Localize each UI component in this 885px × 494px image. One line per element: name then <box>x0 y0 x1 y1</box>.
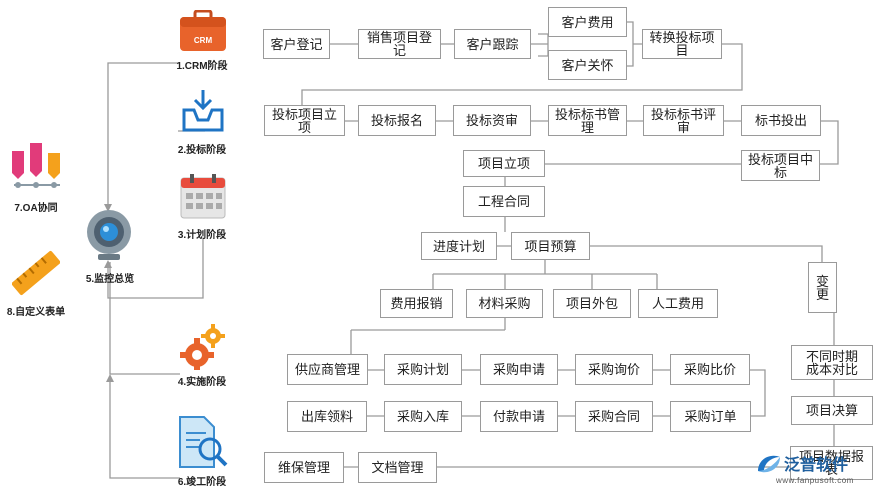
gears-icon <box>180 324 226 372</box>
watermark-url: www.fanpusoft.com <box>776 476 854 485</box>
stage-monitor-label: 5.监控总览 <box>85 274 135 285</box>
box-bid-qualification: 投标资审 <box>453 105 531 136</box>
box-project-budget: 项目预算 <box>511 232 590 260</box>
crm-badge-text: CRM <box>194 36 213 45</box>
connector-crm-monitor <box>107 62 180 210</box>
oa-bars-icon <box>10 143 64 191</box>
box-cost-comparison: 不同时期成本对比 <box>791 345 873 380</box>
box-project-final-account: 项目决算 <box>791 396 873 425</box>
box-customer-expense: 客户费用 <box>548 7 627 37</box>
box-supplier-management: 供应商管理 <box>287 354 368 385</box>
box-bid-document-review: 投标标书评审 <box>643 105 724 136</box>
box-project-outsourcing: 项目外包 <box>553 289 631 318</box>
watermark-brand: 泛普软件 <box>784 455 849 474</box>
box-engineering-contract: 工程合同 <box>463 186 545 217</box>
box-material-purchase: 材料采购 <box>466 289 543 318</box>
stage-crm-label: 1.CRM阶段 <box>176 61 228 72</box>
box-purchase-warehousing: 采购入库 <box>384 401 462 432</box>
ruler-icon <box>11 250 61 296</box>
box-change: 变更 <box>808 262 837 313</box>
box-bid-project-setup: 投标项目立项 <box>264 105 345 136</box>
box-bid-document-management: 投标标书管理 <box>548 105 627 136</box>
brand-logo-icon <box>754 449 784 479</box>
box-customer-register: 客户登记 <box>263 29 330 59</box>
connector-plan-monitor <box>107 238 204 299</box>
box-convert-bid-project: 转换投标项目 <box>642 29 722 59</box>
stage-plan-label: 3.计划阶段 <box>177 230 227 241</box>
inbox-download-icon <box>182 90 224 132</box>
box-payment-request: 付款申请 <box>480 401 558 432</box>
box-project-setup: 项目立项 <box>463 150 545 177</box>
box-sales-project-register: 销售项目登记 <box>358 29 441 59</box>
box-purchase-plan: 采购计划 <box>384 354 462 385</box>
box-bid-won: 投标项目中标 <box>741 150 820 181</box>
box-progress-plan: 进度计划 <box>421 232 497 260</box>
box-purchase-request: 采购申请 <box>480 354 558 385</box>
box-purchase-inquiry: 采购询价 <box>575 354 653 385</box>
box-project-data-report: 项目数据报表 <box>790 446 873 480</box>
box-bid-registration: 投标报名 <box>358 105 436 136</box>
stage-custom-label: 8.自定义表单 <box>6 307 66 318</box>
briefcase-icon: CRM <box>180 9 226 52</box>
calendar-icon <box>180 173 226 219</box>
box-customer-care: 客户关怀 <box>548 50 627 80</box>
document-search-icon <box>178 415 228 469</box>
connector-complete-monitor <box>109 376 180 479</box>
arrow-head <box>104 204 112 212</box>
box-purchase-order: 采购订单 <box>670 401 751 432</box>
stage-complete-label: 6.竣工阶段 <box>177 477 227 488</box>
box-labor-cost: 人工费用 <box>638 289 718 318</box>
stage-bid-label: 2.投标阶段 <box>177 145 227 156</box>
box-bid-submission: 标书投出 <box>741 105 821 136</box>
box-document-management: 文档管理 <box>358 452 437 483</box>
box-maintenance-management: 维保管理 <box>264 452 344 483</box>
box-purchase-contract: 采购合同 <box>575 401 653 432</box>
stage-impl-label: 4.实施阶段 <box>177 377 227 388</box>
box-expense-reimbursement: 费用报销 <box>380 289 453 318</box>
box-stock-issue: 出库领料 <box>287 401 367 432</box>
box-customer-tracking: 客户跟踪 <box>454 29 531 59</box>
stage-oa-label: 7.OA协同 <box>14 203 58 214</box>
webcam-icon <box>84 208 134 264</box>
box-purchase-comparison: 采购比价 <box>670 354 750 385</box>
